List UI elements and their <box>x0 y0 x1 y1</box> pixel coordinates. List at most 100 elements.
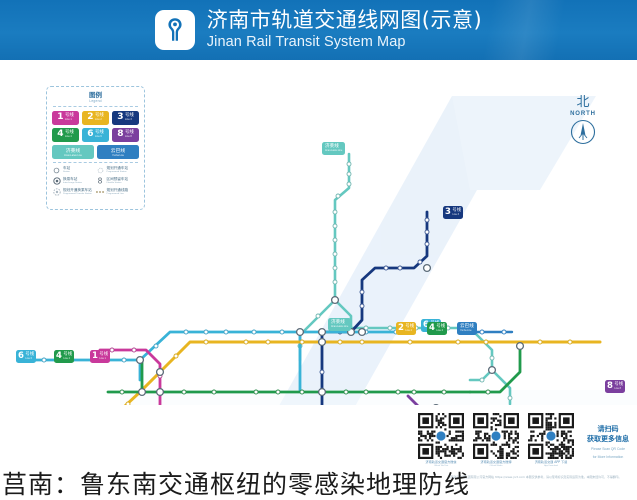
legend-line-number: 4 <box>57 129 64 140</box>
map-badge-name-en: Yunba Line <box>460 329 472 332</box>
legend-key-label-en: Interchange Station <box>63 181 82 184</box>
compass-rose: 北 NORTH <box>561 96 605 150</box>
map-badge-number: 6 <box>18 351 24 362</box>
qr-caption-en: App Download <box>544 465 558 468</box>
map-badge-name-en: Line 1 <box>99 356 106 360</box>
line4-stations <box>119 389 491 395</box>
interchange-icon <box>52 177 61 185</box>
map-badge-name-cn: 号线 <box>614 381 624 387</box>
map-badge-number: 1 <box>92 351 98 362</box>
map-badge-number: 8 <box>607 381 613 392</box>
map-badge-name-cn: 号线 <box>436 323 446 329</box>
planned-interchange-icon <box>52 188 61 196</box>
legend-line-number: 2 <box>87 112 94 123</box>
map-badge-name-cn: 云巴线 <box>460 323 474 329</box>
legend-line-name-cn: 号线 <box>64 130 74 136</box>
line2-stations <box>97 339 573 431</box>
legend-key-label-cn: 区间预留车站 <box>106 176 129 181</box>
legend-title: 图例 Legend <box>52 92 139 103</box>
qr-code-image[interactable] <box>473 413 519 459</box>
yunba-line-stations <box>479 329 507 335</box>
jinan-metro-logo-icon <box>154 10 195 50</box>
legend-line-number: 3 <box>117 112 124 123</box>
legend-line-name-en: Line 8 <box>124 135 132 139</box>
compass-label-en: NORTH <box>570 110 596 117</box>
legend-divider-bottom <box>53 162 138 164</box>
legend-divider-top <box>53 106 138 108</box>
qr-caption-cn: 济南轨道交通官方微信 <box>425 460 457 464</box>
legend-line-name-en: Line 1 <box>64 118 72 122</box>
map-badge-name-en: Line 6 <box>25 356 32 360</box>
legend-line-name-en: Yunba Line <box>112 154 124 158</box>
qr-code-image[interactable] <box>528 413 574 459</box>
header-titles: 济南市轨道交通线网图(示意) Jinan Rail Transit System… <box>207 10 482 50</box>
map-badge-name-en: Line 8 <box>614 386 621 390</box>
footer-legal-text: 济南轨道交通集团有限公司官方网站 https://www.jnrt.com 本图… <box>447 475 622 479</box>
map-badge-number: 4 <box>56 351 62 362</box>
legend-key-label-cn: 规划开通车站 <box>106 166 129 171</box>
map-badge-number: 3 <box>445 207 451 218</box>
map-badge-name-cn: 号线 <box>25 351 35 357</box>
legend-line-name-cn: 济莱线 <box>65 148 81 154</box>
legend-line-name-en: Line 3 <box>124 118 132 122</box>
number-eight-icon: 8 <box>96 176 105 186</box>
map-badge-name-en: Line 3 <box>452 212 459 216</box>
station-circle-icon <box>52 167 61 174</box>
map-badge-name-cn: 号线 <box>63 351 73 357</box>
map-badge-name-en: Line 2 <box>405 328 412 332</box>
legend-line-number: 8 <box>117 129 124 140</box>
legend-title-en: Legend <box>89 98 102 103</box>
map-badge-name-en: Jinan-Laiwu Line <box>325 149 343 152</box>
legend-key-label-en: Flexible Station <box>106 181 122 184</box>
planned-segment-icon <box>95 190 105 194</box>
qr-note-en-1: Please Scan QR Code <box>590 447 626 452</box>
map-badge-number: 6 <box>423 320 429 331</box>
map-badge-name-cn: 济莱线 <box>325 143 339 149</box>
page-title-cn: 济南市轨道交通线网图(示意) <box>206 8 483 33</box>
legend-line-name-cn: 号线 <box>124 113 134 119</box>
qr-caption-en: Official Weibo <box>489 465 503 468</box>
qr-caption-cn: 济南轨道交通官方微博 <box>480 460 512 464</box>
map-badge-number: 4 <box>429 323 435 334</box>
legend-key-label-en: Programmed Line <box>106 192 124 195</box>
qr-caption-cn: 济南轨道交通 APP 下载 <box>534 460 568 464</box>
map-badge-name-cn: 济莱线 <box>331 319 345 325</box>
legend-line-number: 6 <box>87 129 94 140</box>
app-header: 济南市轨道交通线网图(示意) Jinan Rail Transit System… <box>0 0 637 60</box>
map-badge-name-cn: 号线 <box>452 207 462 213</box>
map-badge-name-en: Line 4 <box>63 356 70 360</box>
qr-note-cn-1: 请扫码 <box>597 425 619 433</box>
map-badge-number: 2 <box>398 323 404 334</box>
line3-path <box>320 210 429 465</box>
map-badge-name-en: Jinan-Laiwu Line <box>331 325 349 328</box>
qr-code-image[interactable] <box>418 413 464 459</box>
qr-note-en-2: for More Information <box>592 454 624 459</box>
